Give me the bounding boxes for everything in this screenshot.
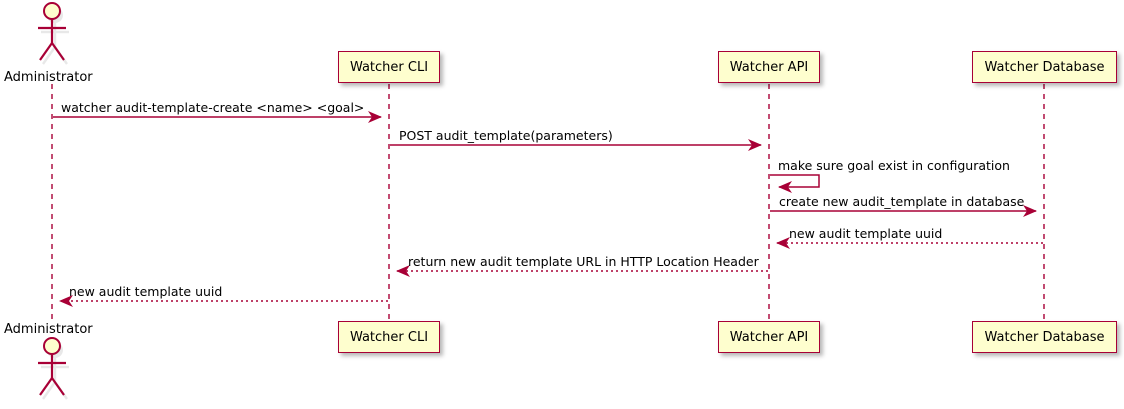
participant-box-watcher-api-bottom[interactable]: Watcher API — [718, 321, 820, 353]
participant-box-watcher-cli-bottom[interactable]: Watcher CLI — [338, 321, 440, 353]
message-label-3: make sure goal exist in configuration — [778, 158, 1010, 173]
participant-box-watcher-database-bottom[interactable]: Watcher Database — [972, 321, 1117, 353]
message-label-1: watcher audit-template-create <name> <go… — [61, 100, 365, 115]
actor-label-administrator-top: Administrator — [4, 70, 93, 85]
participant-box-watcher-cli-top[interactable]: Watcher CLI — [338, 51, 440, 83]
message-label-5: new audit template uuid — [789, 226, 943, 241]
actor-figure-administrator-top — [38, 2, 69, 65]
participant-box-watcher-database-top[interactable]: Watcher Database — [972, 51, 1117, 83]
actor-figure-administrator-bottom — [38, 337, 69, 400]
message-label-6: return new audit template URL in HTTP Lo… — [408, 254, 759, 269]
message-label-4: create new audit_template in database — [779, 194, 1025, 209]
actor-label-administrator-bottom: Administrator — [4, 322, 93, 337]
message-label-2: POST audit_template(parameters) — [399, 128, 613, 143]
message-arrow-3-self — [770, 174, 820, 193]
message-label-7: new audit template uuid — [69, 284, 223, 299]
participant-box-watcher-api-top[interactable]: Watcher API — [718, 51, 820, 83]
